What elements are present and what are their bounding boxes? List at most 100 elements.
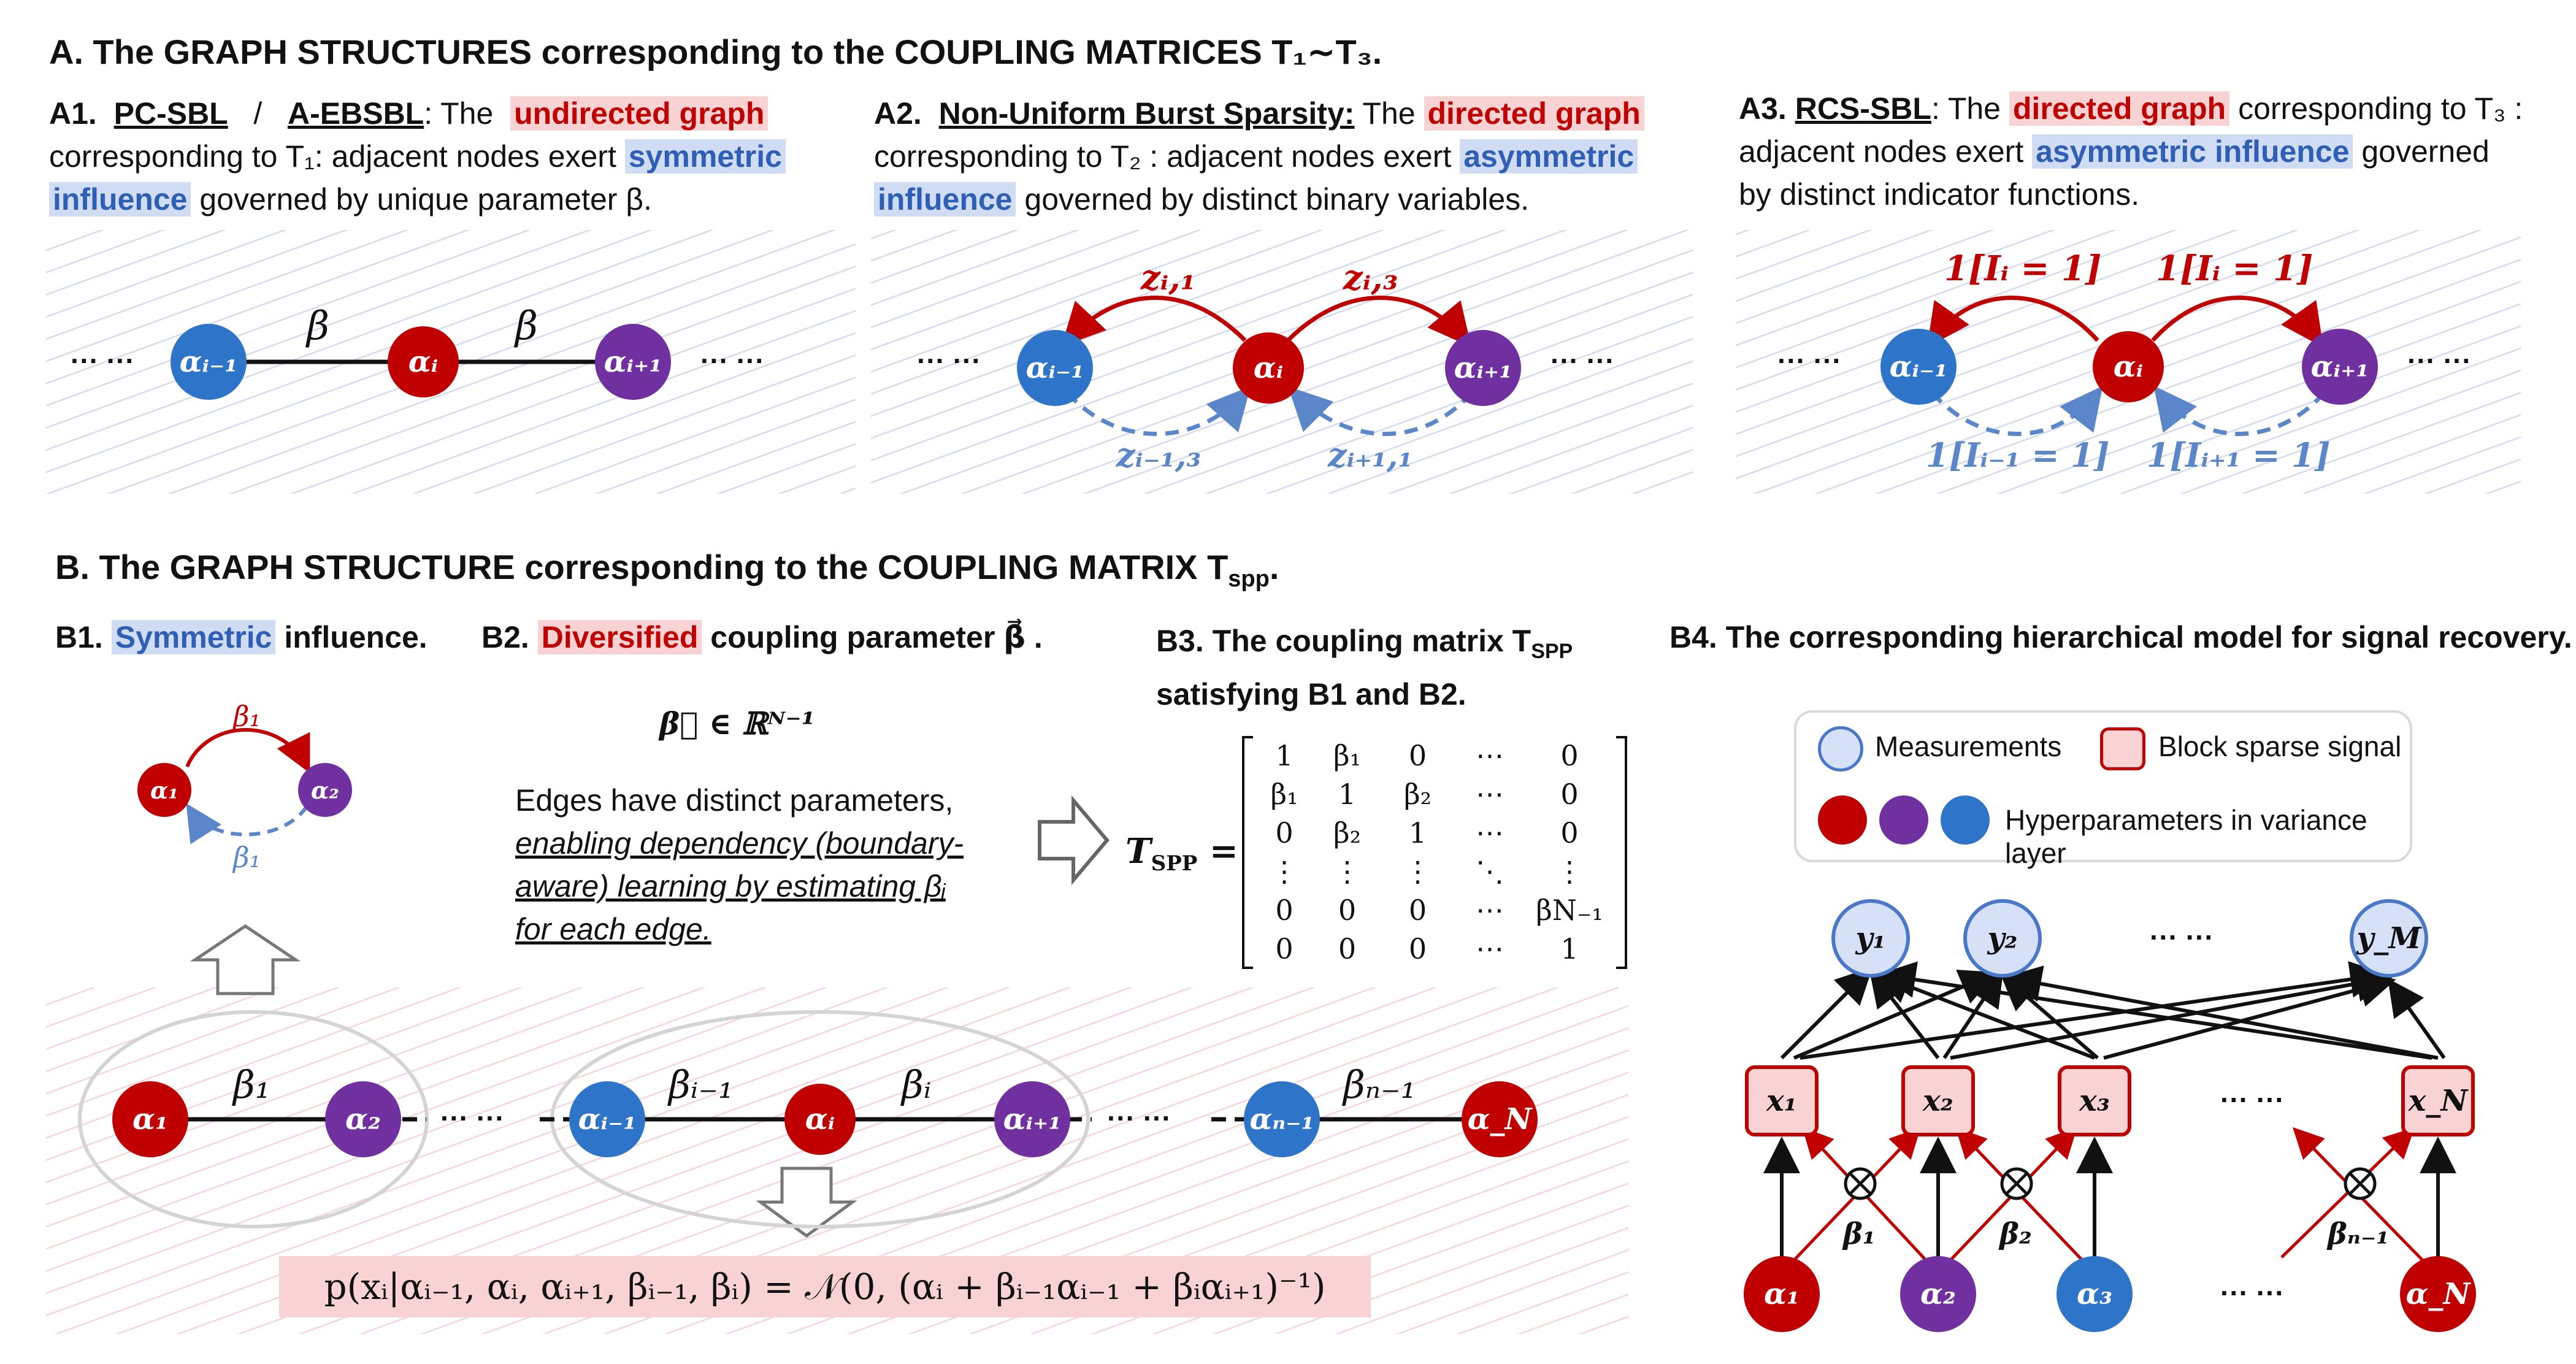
b4-label: B4. [1669,620,1717,654]
legend-purple-node-icon [1879,795,1928,845]
a2-arrow-top-right [1286,296,1471,347]
legend-measurement-icon [1818,726,1863,772]
matrix-cell-0-1: β₁ [1333,738,1362,772]
a2-highlight-directed: directed graph [1424,96,1644,131]
matrix-cell-5-1: 0 [1338,932,1357,965]
legend-blue-node-icon [1941,795,1990,845]
matrix-cell-2-0: 0 [1275,816,1294,849]
b3-line-1: The coupling matrix T [1212,624,1531,658]
a1-text-2: corresponding to T₁: adjacent nodes exer… [49,139,616,174]
b2-text: coupling parameter β⃗ . [710,620,1043,654]
b2-highlight-diversified: Diversified [537,620,702,654]
b1-highlight-symmetric: Symmetric [111,620,276,654]
matrix-cell-0-0: 1 [1275,738,1294,772]
section-b-title: B. The GRAPH STRUCTURE corresponding to … [55,547,1279,592]
b2-set-membership: β⃗ ∈ ℝᴺ⁻¹ [659,705,815,741]
a1-description: A1. PC-SBL / A-EBSBL: The undirected gra… [49,92,834,221]
a3-text-3: adjacent nodes exert [1739,134,2024,169]
matrix-cell-2-1: β₂ [1333,816,1362,849]
matrix-cell-1-4: 0 [1560,777,1579,811]
b3-label: B3. [1156,624,1204,658]
a2-text-3: governed by distinct binary variables. [1024,182,1530,216]
b2-paragraph: Edges have distinct parameters, enabling… [515,779,1006,951]
b3-line-1-sub: SPP [1531,640,1573,663]
b2-line-2: enabling dependency (boundary- [515,826,964,860]
a1-highlight-influence: influence [49,182,191,216]
b1-heading: B1. Symmetric influence. [55,619,427,655]
b3-matrix-lhs: TSPP = [1125,831,1238,876]
a2-label: A2. [874,96,922,131]
legend-measurements: Measurements [1875,730,2062,762]
matrix-cell-5-3: ⋯ [1476,932,1504,965]
b2-line-3: aware) learning by estimating βᵢ [515,869,946,903]
a2-description: A2. Non-Uniform Burst Sparsity: The dire… [874,92,1684,221]
matrix-cell-0-4: 0 [1560,738,1579,772]
a3-text-4: governed [2361,134,2490,169]
a3-background [1736,230,2521,494]
b1-text: influence. [284,620,427,654]
b4-title: The corresponding hierarchical model for… [1725,620,2572,654]
a1-method-pcsbl: PC-SBL [113,96,228,131]
a3-text-5: by distinct indicator functions. [1739,177,2140,212]
legend-hyperparameters: Hyperparameters in variance layer [2005,804,2367,869]
a3-arrow-top-right [2151,296,2324,348]
a1-text-1: : The [424,96,494,131]
section-b-title-text: B. The GRAPH STRUCTURE corresponding to … [55,548,1229,586]
a3-arrow-bottom-right [2153,385,2326,436]
a1-text-3: governed by unique parameter β. [199,182,652,216]
a1-highlight-symmetric: symmetric [624,139,786,174]
a2-arrow-top-left [1061,296,1247,347]
a3-arrow-bottom-left [1930,385,2103,436]
matrix-cell-1-3: ⋯ [1476,777,1504,811]
matrix-cell-2-4: 0 [1560,816,1579,849]
a3-graph [1926,296,2326,436]
matrix-cell-2-2: 1 [1408,816,1427,849]
matrix-cell-2-3: ⋯ [1476,816,1504,849]
a1-slash: / [253,96,263,131]
a3-description: A3. RCS-SBL: The directed graph correspo… [1739,87,2536,216]
b2-line-4: for each edge. [515,912,711,946]
a2-method: Non-Uniform Burst Sparsity: [938,96,1355,131]
matrix-cell-4-3: ⋯ [1476,893,1504,927]
a3-text-2: corresponding to T₃ : [2238,91,2523,126]
a3-highlight-asymmetric-influence: asymmetric influence [2032,134,2353,169]
matrix-cell-0-2: 0 [1408,738,1427,772]
a1-label: A1. [49,96,97,131]
matrix-cell-3-3: ⋱ [1476,854,1504,888]
matrix-cell-1-0: β₁ [1270,777,1298,811]
b3-equals: = [1209,831,1238,872]
b3-line-2: satisfying B1 and B2. [1156,677,1466,711]
a1-method-aebsbl: A-EBSBL [288,96,424,131]
a2-highlight-asymmetric: asymmetric [1460,139,1638,174]
section-a-title: A. The GRAPH STRUCTURES corresponding to… [49,33,1382,71]
b3-heading: B3. The coupling matrix TSPP satisfying … [1156,619,1573,716]
b2-line-1: Edges have distinct parameters, [515,783,954,818]
a2-arrow-bottom-right [1288,386,1474,436]
b4-edges [1763,961,2456,1266]
a3-text-1: : The [1931,91,2001,126]
b1-graph [185,728,310,845]
b4-heading: B4. The corresponding hierarchical model… [1669,619,2572,655]
b3-lhs-t: T [1125,831,1151,872]
matrix-cell-3-1: ⋮ [1333,854,1362,888]
a2-graph [1061,296,1474,436]
b2-label: B2. [481,620,529,654]
matrix-cell-1-1: 1 [1338,777,1357,811]
section-b-title-sub: spp [1228,566,1270,592]
right-arrow-icon [1038,795,1110,886]
legend-red-node-icon [1818,795,1867,845]
legend-block-icon [2100,727,2145,770]
b4-legend: Measurements Block sparse signal Hyperpa… [1794,710,2412,869]
a2-background [871,230,1693,494]
a3-label: A3. [1739,91,1787,126]
matrix-cell-5-2: 0 [1408,932,1427,965]
matrix-cell-4-2: 0 [1408,893,1427,927]
a2-text-2: corresponding to T₂ : adjacent nodes exe… [874,139,1452,174]
matrix-cell-3-4: ⋮ [1555,854,1584,888]
a3-method: RCS-SBL [1795,91,1931,126]
a3-arrow-top-left [1926,296,2099,348]
matrix-cell-4-4: βN₋₁ [1536,893,1603,927]
b1-label: B1. [55,620,103,654]
a3-highlight-directed: directed graph [2009,91,2230,126]
